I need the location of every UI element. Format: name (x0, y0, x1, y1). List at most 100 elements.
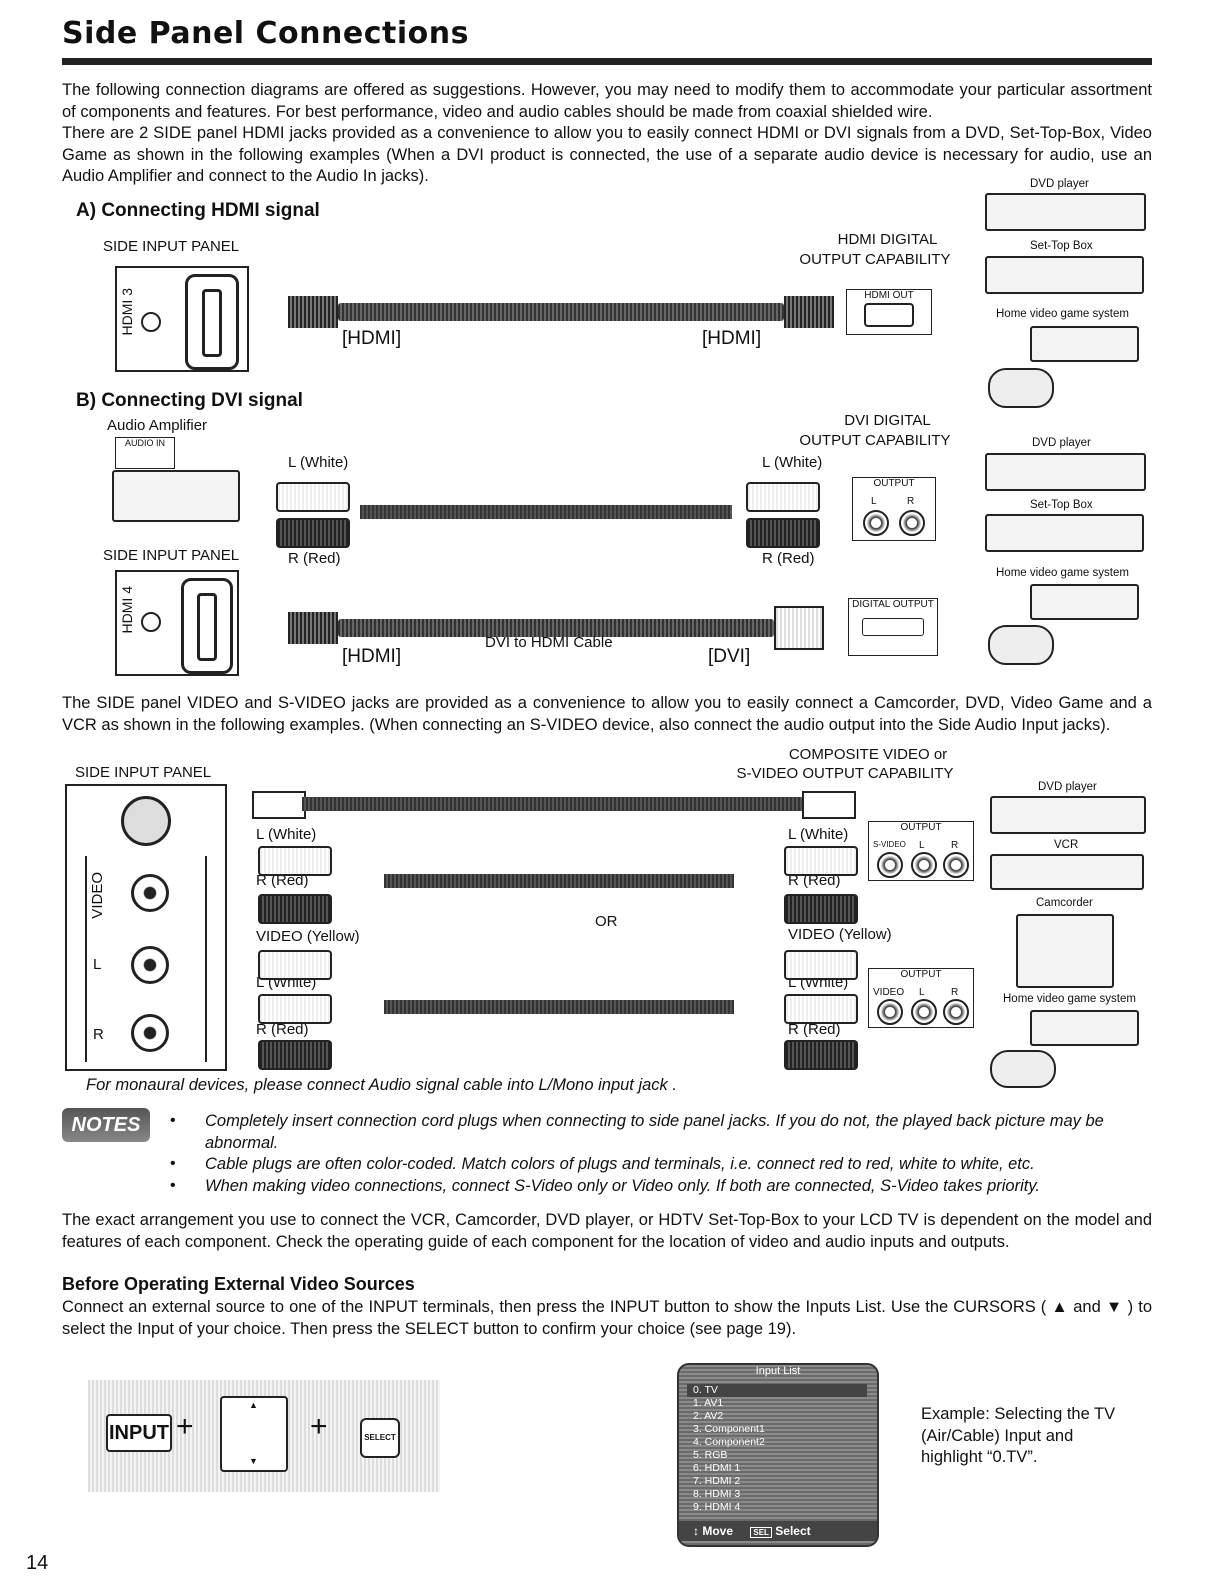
before-operating-text: Connect an external source to one of the… (62, 1298, 1152, 1338)
hdmi4-indicator-icon (141, 612, 161, 632)
video-output-label-v: VIDEO (873, 987, 905, 998)
note-bullet-1: • (170, 1112, 176, 1129)
input-button[interactable]: INPUT (106, 1414, 172, 1452)
title-rule (62, 58, 1152, 65)
dvi-game-controller-icon (988, 625, 1054, 665)
footer-sel-badge: SEL (750, 1527, 772, 1538)
audio-r-jack-icon (131, 1014, 169, 1052)
input-list-item-2[interactable]: 2. AV2 (693, 1410, 724, 1422)
video-output-label-r: R (951, 987, 959, 998)
video-dvd-player-icon (990, 796, 1146, 834)
hdmi-plug-left-icon (288, 296, 338, 328)
video-right-label-2: R (Red) (788, 872, 841, 889)
hdmi-plug-right-icon (784, 296, 834, 328)
dvi-output-title: OUTPUT (873, 478, 915, 489)
digital-output-box: DIGITAL OUTPUT (848, 598, 938, 656)
video-output-l-jack-icon (911, 999, 937, 1025)
audio-l-jack-icon (131, 946, 169, 984)
video-game-console-icon (1030, 1010, 1139, 1046)
hdmi3-jack-label: HDMI 3 (119, 288, 135, 336)
hdmi4-jack-label: HDMI 4 (119, 586, 135, 634)
plus-sign-1: + (176, 1410, 194, 1443)
input-list-footer: ↕ Move SEL Select (679, 1521, 877, 1541)
video-section-text: The SIDE panel VIDEO and S-VIDEO jacks a… (62, 694, 1152, 734)
hdmi3-side-panel: HDMI 3 (115, 266, 249, 372)
video-right-label-1: L (White) (788, 826, 849, 843)
input-list-item-3[interactable]: 3. Component1 (693, 1423, 765, 1435)
dvi-l-white-right: L (White) (762, 454, 823, 471)
hdmi-cable (338, 303, 784, 321)
sv-rca-right-white-icon (784, 846, 858, 876)
footer-move-label: Move (702, 1524, 734, 1538)
dvi-output-l: L (871, 496, 877, 507)
input-list-item-1[interactable]: 1. AV1 (693, 1397, 724, 1409)
or-label: OR (595, 913, 618, 930)
audio-in-box: AUDIO IN (115, 437, 175, 469)
dvi-device-settop-label: Set-Top Box (1030, 499, 1093, 511)
input-list-item-0[interactable]: 0. TV (687, 1384, 867, 1397)
dvi-device-game-label: Home video game system (996, 567, 1129, 579)
hdmi4-side-panel: HDMI 4 (115, 570, 239, 676)
input-list-menu: Input List 0. TV 1. AV1 2. AV2 3. Compon… (677, 1363, 879, 1547)
move-icon: ↕ (693, 1524, 699, 1538)
video-left-label-2: R (Red) (256, 872, 309, 889)
video-device-camcorder-label: Camcorder (1036, 897, 1093, 909)
dvi-r-red-left: R (Red) (288, 550, 341, 567)
video-side-input-label: SIDE INPUT PANEL (75, 764, 212, 781)
input-list-item-4[interactable]: 4. Component2 (693, 1436, 765, 1448)
select-button[interactable]: SELECT (360, 1418, 400, 1458)
dvi-rca-right-white-icon (746, 482, 820, 512)
input-list-item-8[interactable]: 8. HDMI 3 (693, 1488, 741, 1500)
hdmi-output-capability-2: OUTPUT CAPABILITY (799, 251, 951, 268)
svideo-output-box: OUTPUT S-VIDEO L R (868, 821, 974, 881)
dvi-rca-left-white-icon (276, 482, 350, 512)
sv-rca-right-red-icon (784, 894, 858, 924)
audio-l-jack-label: L (93, 956, 102, 973)
svideo-output-jack-icon (877, 852, 903, 878)
hdmi-settop-box-icon (985, 256, 1144, 294)
dvi-left-plug-label: [HDMI] (342, 646, 402, 667)
video-output-jack-icon (877, 999, 903, 1025)
dvi-cable-label: DVI to HDMI Cable (485, 634, 613, 651)
dvi-output-jack-r-icon (899, 510, 925, 536)
dvi-dvd-player-icon (985, 453, 1146, 491)
sv-rca-left-white-icon (258, 846, 332, 876)
video-device-game-label: Home video game system (1003, 993, 1136, 1005)
camcorder-icon (1016, 914, 1114, 988)
vcr-icon (990, 854, 1144, 890)
hdmi4-port-icon (181, 578, 233, 674)
dvi-side-input-label: SIDE INPUT PANEL (103, 547, 240, 564)
hdmi3-indicator-icon (141, 312, 161, 332)
video-jack-label: VIDEO (89, 872, 106, 919)
dvi-r-red-right: R (Red) (762, 550, 815, 567)
input-list-item-7[interactable]: 7. HDMI 2 (693, 1475, 741, 1487)
dvi-audio-output-box: OUTPUT L R (852, 477, 936, 541)
page-title: Side Panel Connections (62, 16, 469, 51)
dvi-plug-icon (774, 606, 824, 650)
video-jack-icon (131, 874, 169, 912)
plus-sign-2: + (310, 1410, 328, 1443)
input-list-item-5[interactable]: 5. RGB (693, 1449, 728, 1461)
cursor-button[interactable]: ▲ ▼ (220, 1396, 288, 1472)
svideo-plug-right-icon (802, 791, 856, 819)
arrangement-text: The exact arrangement you use to connect… (62, 1211, 1152, 1251)
cv-rca-left-red-icon (258, 1040, 332, 1070)
video-device-vcr-label: VCR (1054, 839, 1079, 851)
note-bullet-2: • (170, 1155, 176, 1172)
hdmi-dvd-player-icon (985, 193, 1146, 231)
input-list-item-9[interactable]: 9. HDMI 4 (693, 1501, 741, 1513)
cv-av-cable (384, 1000, 734, 1014)
input-list-item-6[interactable]: 6. HDMI 1 (693, 1462, 741, 1474)
hdmi-game-console-icon (1030, 326, 1139, 362)
video-left-label-1: L (White) (256, 826, 317, 843)
sv-rca-left-red-icon (258, 894, 332, 924)
video-output-r-jack-icon (943, 999, 969, 1025)
dvi-output-r: R (907, 496, 915, 507)
hdmi-right-plug-label: [HDMI] (702, 328, 762, 349)
dvi-device-dvd-label: DVD player (1032, 437, 1091, 449)
hdmi-device-settop-label: Set-Top Box (1030, 240, 1093, 252)
hdmi-left-plug-label: [HDMI] (342, 328, 402, 349)
video-output-label-l: L (919, 987, 925, 998)
hdmi-heading: A) Connecting HDMI signal (76, 200, 320, 221)
video-output-capability-2: S-VIDEO OUTPUT CAPABILITY (736, 765, 954, 782)
